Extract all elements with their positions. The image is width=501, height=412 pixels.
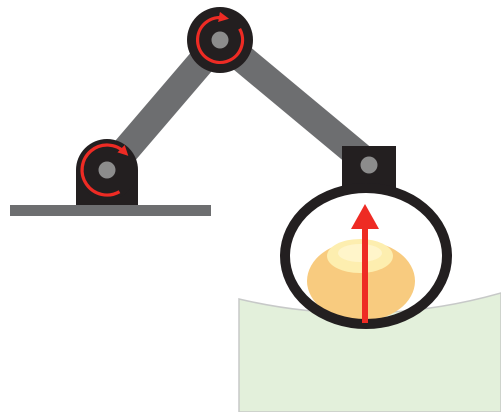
lift-arrow-head-icon — [351, 204, 379, 229]
base-joint — [76, 139, 138, 205]
gripper-ring — [280, 183, 452, 329]
base-plate — [10, 205, 211, 216]
elbow-joint-pin — [211, 31, 229, 49]
wrist-mount — [342, 146, 396, 190]
base-joint-pin — [98, 161, 116, 179]
object-top-highlight — [338, 244, 382, 262]
wrist-joint-pin — [360, 156, 378, 174]
grasped-object — [307, 239, 415, 321]
base-rotation-arrow-icon — [80, 143, 129, 197]
elbow-joint — [187, 7, 253, 73]
elbow-rotation-arrow-icon — [195, 11, 245, 65]
lift-arrow — [351, 204, 379, 323]
